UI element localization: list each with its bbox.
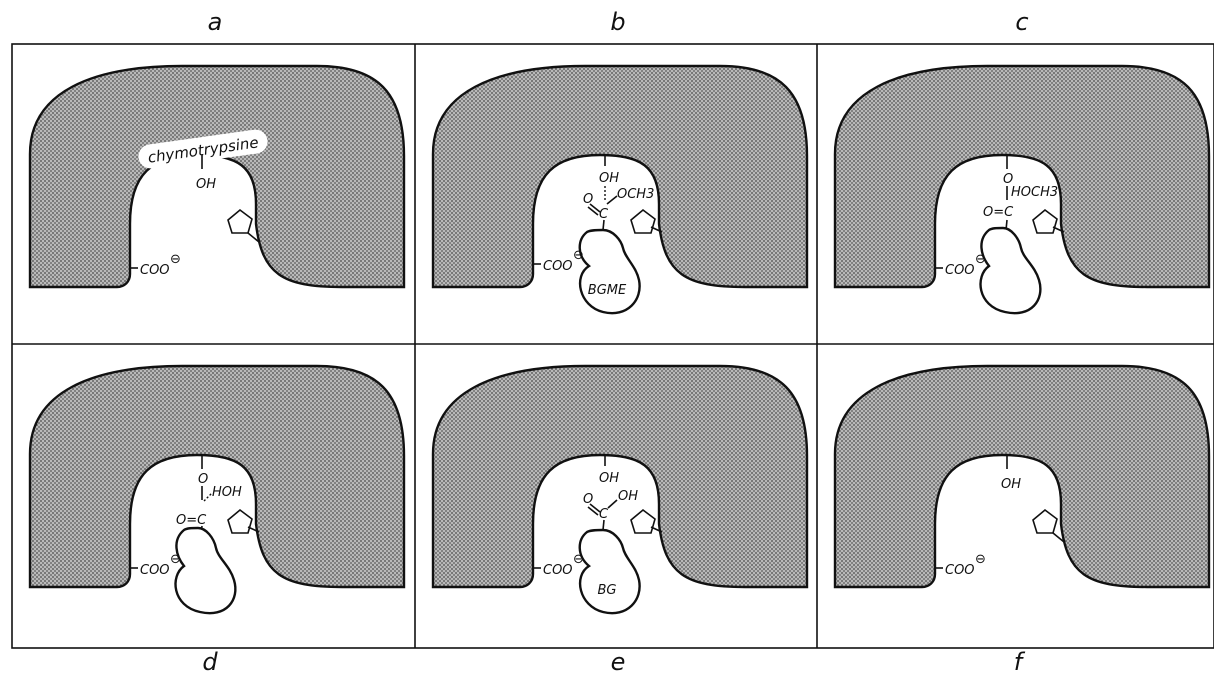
water-attack-bond — [204, 493, 212, 501]
substrate-blob — [580, 530, 640, 613]
carbonyl-label: O=C — [176, 513, 207, 528]
panel-d: O HOH O=C COO ⊖ — [30, 366, 404, 613]
substrate-label: BG — [598, 583, 617, 598]
substrate-blob — [176, 528, 236, 613]
methoxy-label: OCH3 — [617, 187, 654, 202]
cyclopentyl-icon — [228, 510, 252, 533]
water-label: HOH — [212, 485, 242, 500]
cyclopentyl-icon — [1033, 210, 1057, 233]
panel-b: OH OCH3 O C BGME COO ⊖ — [433, 66, 807, 313]
cyclopentyl-icon — [631, 510, 655, 533]
panel-a: chymotrypsine OH COO ⊖ — [30, 66, 404, 287]
cyclopentyl-icon — [631, 210, 655, 233]
substrate-blob — [580, 230, 640, 313]
carbon-label: C — [599, 507, 609, 522]
charge-symbol: ⊖ — [975, 252, 986, 267]
panel-label-b: b — [610, 8, 625, 36]
substrate-label: BGME — [588, 283, 627, 298]
cyclopentyl-icon — [1033, 510, 1057, 533]
enzyme-body — [30, 66, 404, 287]
panel-label-a: a — [208, 8, 223, 36]
panel-e: OH O C OH BG COO ⊖ — [433, 366, 807, 613]
charge-symbol: ⊖ — [975, 552, 986, 567]
methanol-label: HOCH3 — [1011, 185, 1058, 200]
carboxylate-label: COO — [543, 259, 573, 274]
substrate-blob — [981, 228, 1041, 313]
acid-hydroxyl-label: OH — [618, 489, 638, 504]
methoxy-text: OCH3 — [617, 187, 654, 202]
carboxylate-label: COO — [945, 263, 975, 278]
panel-label-e: e — [611, 648, 626, 676]
panel-label-f: f — [1014, 648, 1026, 676]
acid-oh-bond — [608, 500, 617, 508]
carboxylate-label: COO — [140, 263, 170, 278]
cyclopentyl-icon — [228, 210, 252, 233]
carbonyl-label: O=C — [983, 205, 1014, 220]
panel-c: O HOCH3 O=C COO ⊖ — [835, 66, 1209, 313]
ester-oxygen-label: O — [198, 472, 208, 487]
carboxylate-label: COO — [140, 563, 170, 578]
charge-symbol: ⊖ — [573, 248, 584, 263]
panel-label-c: c — [1015, 8, 1028, 36]
panel-f: OH COO ⊖ — [835, 366, 1209, 587]
hydroxyl-label: OH — [1001, 477, 1021, 492]
carboxylate-label: COO — [543, 563, 573, 578]
carbon-substrate-bond — [603, 520, 604, 530]
carbon-substrate-bond — [603, 220, 604, 230]
enzyme-body — [835, 366, 1209, 587]
hydroxyl-label: OH — [599, 171, 619, 186]
methoxy-bond — [607, 196, 617, 204]
charge-symbol: ⊖ — [170, 252, 181, 267]
charge-symbol: ⊖ — [573, 552, 584, 567]
carbon-label: C — [599, 207, 609, 222]
carboxylate-label: COO — [945, 563, 975, 578]
panel-label-d: d — [202, 648, 218, 676]
hydroxyl-label: OH — [599, 471, 619, 486]
charge-symbol: ⊖ — [170, 552, 181, 567]
hydroxyl-label: OH — [196, 177, 216, 192]
